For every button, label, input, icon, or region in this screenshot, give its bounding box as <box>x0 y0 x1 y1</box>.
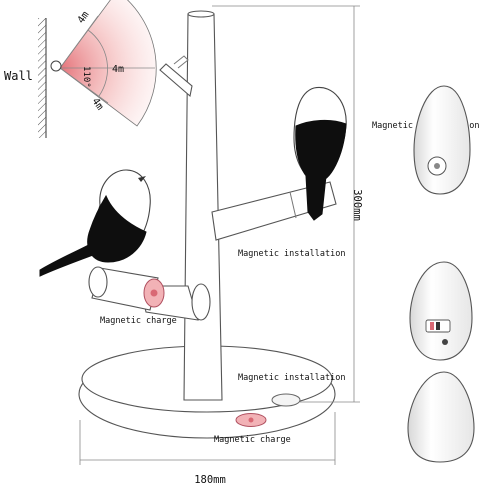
bird-left <box>39 169 151 277</box>
angle-label: 110° <box>81 66 91 88</box>
detail-bird-bottom <box>409 261 473 361</box>
top-twig <box>159 63 193 98</box>
sensor-icon <box>50 60 62 72</box>
dimension-lines: 300mm 180mm <box>79 5 363 486</box>
battery-charge-dot <box>150 289 158 297</box>
range-bottom-line <box>59 67 109 104</box>
bird-right <box>293 86 347 221</box>
wall-label: Wall <box>4 69 33 83</box>
battery-end <box>191 283 211 321</box>
magnetic-installation-branch-label: Magnetic installation <box>238 249 345 259</box>
lamp-trunk <box>183 13 223 401</box>
trunk-top <box>187 10 215 18</box>
detection-zone <box>59 0 157 127</box>
top-twig-notch <box>173 55 189 69</box>
range-arc-inner <box>87 29 108 97</box>
battery-cap <box>88 266 108 298</box>
wall-hatch <box>38 18 46 138</box>
width-label: 180mm <box>194 474 226 486</box>
base-charge-dot <box>248 417 254 423</box>
magnetic-installation-base-label: Magnetic installation <box>238 373 345 383</box>
lamp <box>78 10 337 439</box>
magnetic-charge-base-label: Magnetic charge <box>214 435 291 445</box>
magnetic-charge-battery-label: Magnetic charge <box>100 316 177 326</box>
detail-bird-back <box>413 85 471 195</box>
range-top-label: 4m <box>76 10 92 26</box>
sensor-range-diagram: Wall 4m 4m 4m 110° <box>4 0 157 138</box>
height-label: 300mm <box>351 189 363 221</box>
right-branch <box>211 181 337 241</box>
range-top-line <box>59 15 99 69</box>
touch-button <box>271 393 301 407</box>
range-mid-label: 4m <box>112 64 124 75</box>
right-branch-joint <box>289 191 297 219</box>
detail-bird-front <box>407 371 475 463</box>
